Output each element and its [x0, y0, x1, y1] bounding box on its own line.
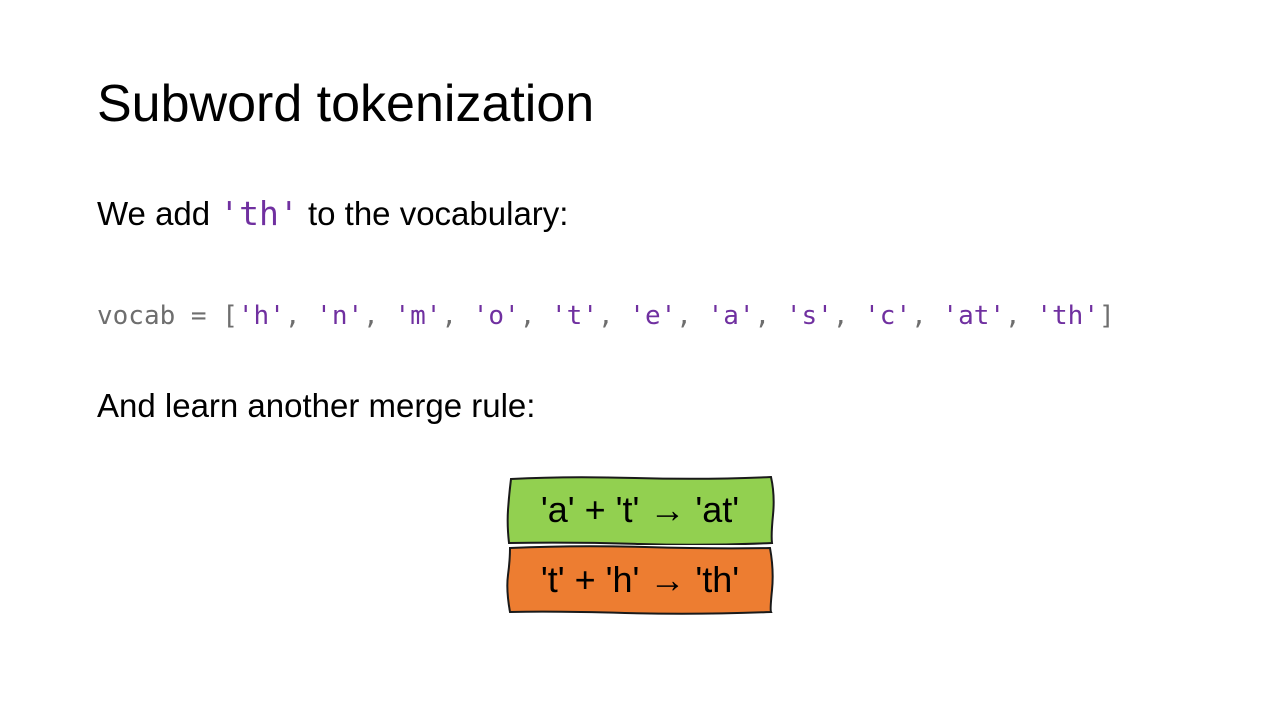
vocab-separator: ,: [597, 301, 630, 331]
vocab-separator: ,: [441, 301, 473, 331]
intro-text: We add 'th' to the vocabulary:: [97, 192, 568, 236]
merge-rule-box: 't' + 'h' → 'th': [505, 545, 775, 615]
vocab-item: 'h': [237, 301, 285, 331]
merge-intro-text: And learn another merge rule:: [97, 387, 536, 424]
vocab-item: 'th': [1036, 301, 1099, 331]
inline-code-th: 'th': [219, 194, 299, 233]
vocab-prefix: vocab = [: [97, 301, 238, 331]
vocab-separator: ,: [911, 301, 943, 331]
vocab-separator: ,: [363, 301, 395, 331]
vocab-separator: ,: [1005, 301, 1037, 331]
sketch-box-shape: [506, 475, 775, 545]
vocab-item: 'o': [472, 301, 520, 331]
vocab-item: 'e': [629, 301, 677, 331]
vocab-item: 't': [551, 301, 598, 331]
vocab-item: 'a': [707, 301, 755, 331]
vocab-separator: ,: [832, 301, 865, 331]
intro-before: We add: [97, 195, 220, 232]
vocab-item: 'n': [316, 301, 364, 331]
vocab-item: 'at': [942, 301, 1006, 331]
merge-rule-text: 't' + 'h' → 'th': [540, 559, 740, 600]
vocab-separator: ,: [754, 301, 786, 331]
vocab-item: 'c': [864, 301, 912, 331]
slide-title: Subword tokenization: [97, 75, 595, 133]
merge-rule-box: 'a' + 't' → 'at': [505, 475, 775, 545]
merge-rule-text: 'a' + 't' → 'at': [540, 489, 740, 530]
vocab-separator: ,: [519, 301, 552, 331]
vocab-suffix: ]: [1098, 301, 1115, 331]
merge-rules-stack: 'a' + 't' → 'at' 't' + 'h' → 'th': [505, 475, 775, 615]
vocab-code-line: vocab = ['h', 'n', 'm', 'o', 't', 'e', '…: [97, 298, 1115, 334]
intro-after: to the vocabulary:: [298, 195, 569, 232]
vocab-item: 'm': [394, 301, 442, 331]
vocab-separator: ,: [284, 301, 317, 331]
vocab-item: 's': [785, 301, 833, 331]
vocab-separator: ,: [676, 301, 708, 331]
sketch-box-shape: [506, 545, 774, 615]
